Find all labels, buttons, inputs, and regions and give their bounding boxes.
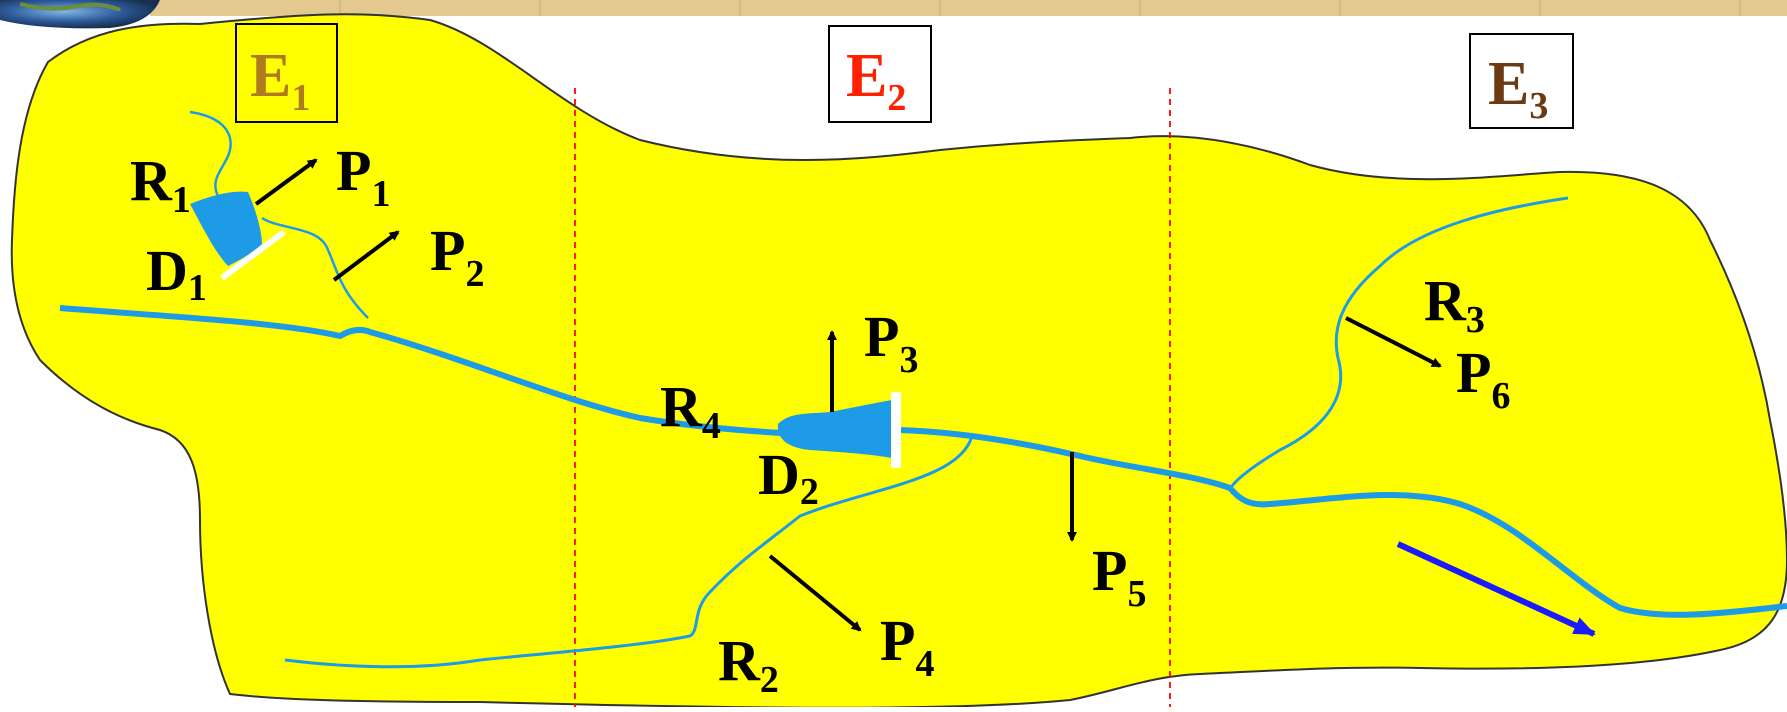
label-r4: R4 [660,374,721,447]
label-p1: P1 [336,138,390,215]
zone-E2-sub: 2 [887,77,906,119]
dam-1 [220,229,286,281]
river-r3 [1230,196,1569,487]
label-r1: R1 [130,148,191,221]
reservoir-1 [190,191,262,266]
zone-E1-letter: E [250,42,291,110]
reservoir-2 [777,400,892,458]
arrow-p1 [254,158,318,206]
arrow-p6 [1345,316,1442,368]
zone-E3-letter: E [1488,50,1529,118]
arrow-p4 [768,554,862,632]
label-p3: P3 [864,304,918,381]
label-d2: D2 [758,442,819,513]
globe-icon [0,0,160,29]
svg-text:E2: E2 [846,42,906,119]
label-p6: P6 [1456,340,1510,417]
label-d1: D1 [146,238,207,309]
zone-E2-letter: E [846,42,887,110]
land-area [10,13,1787,709]
header-banner [150,0,1787,16]
flow-direction-arrow [1396,541,1596,637]
zone-label-E3: E3 [1469,33,1574,129]
arrow-p2 [332,230,400,282]
zone-label-E1: E1 [235,23,338,123]
river-r1 [189,110,369,319]
river-network [59,110,1787,669]
label-p2: P2 [430,218,484,295]
river-r2 [284,435,974,669]
svg-text:E1: E1 [250,42,310,119]
label-r2: R2 [718,628,779,701]
river-r4 [59,305,1787,618]
zone-E3-sub: 3 [1529,85,1548,127]
zone-label-E2: E2 [828,25,932,123]
pressure-arrows [254,158,1442,632]
label-p4: P4 [880,608,934,685]
svg-text:E3: E3 [1488,50,1548,127]
zone-E1-sub: 1 [291,77,310,119]
label-p5: P5 [1092,538,1146,615]
label-r3: R3 [1424,268,1485,341]
